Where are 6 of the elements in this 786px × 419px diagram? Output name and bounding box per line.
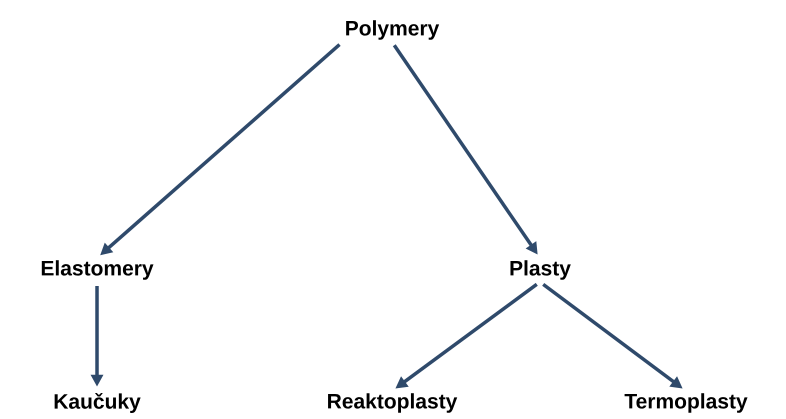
node-label: Kaučuky (54, 392, 141, 413)
node-label: Termoplasty (624, 393, 748, 413)
node-label: Elastomery (42, 260, 154, 280)
node-label: Polymery (346, 20, 440, 40)
node-label: Plasty (510, 260, 571, 280)
node-label: Reaktoplasty (328, 393, 458, 413)
